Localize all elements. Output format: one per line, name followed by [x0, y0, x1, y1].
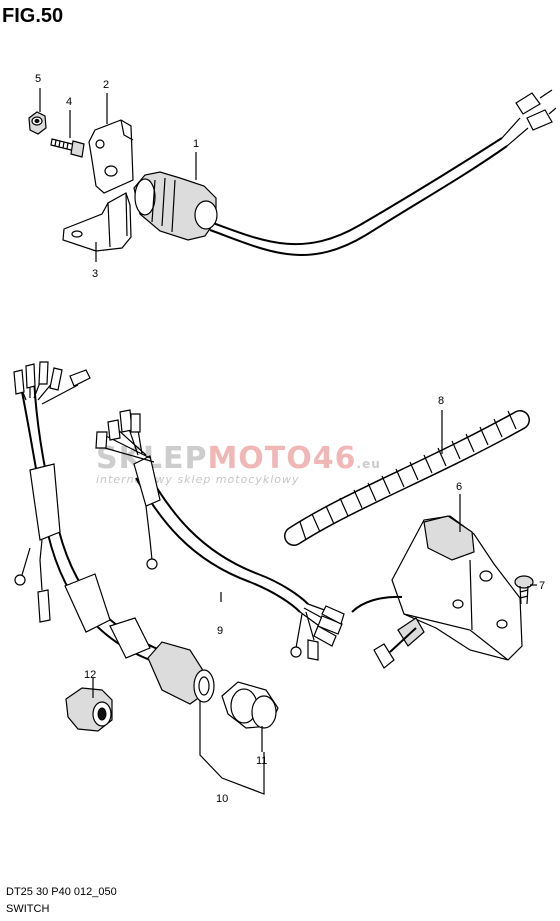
footer-name: SWITCH: [6, 903, 49, 915]
part-10-harness: [13, 361, 215, 705]
callout-labels: 5 4 2 1 3 8 6 7 9 12 11 10: [35, 73, 545, 805]
callout-2: 2: [103, 79, 109, 91]
figure-title: FIG.50: [2, 5, 63, 27]
callout-3: 3: [92, 268, 98, 280]
callout-8: 8: [438, 395, 444, 407]
part-11-grommet: [221, 681, 279, 729]
part-9-harness: [95, 409, 345, 661]
callout-9: 9: [217, 625, 223, 637]
part-2-plate: [88, 119, 134, 194]
callout-10: 10: [216, 793, 228, 805]
callout-6: 6: [456, 481, 462, 493]
callout-12: 12: [84, 669, 96, 681]
watermark-brand-part3: 46: [313, 441, 357, 476]
part-3-bracket: [62, 192, 132, 252]
svg-text:SKLEPMOTO46.eu: SKLEPMOTO46.eu: [96, 441, 381, 476]
part-8-spiral-tube: [284, 410, 530, 546]
part-12-cap: [65, 687, 113, 732]
footer-code: DT25 30 P40 012_050: [6, 886, 117, 898]
leader-lines: [39, 88, 537, 795]
part-6-switch-bracket: [351, 515, 523, 669]
callout-1: 1: [193, 138, 199, 150]
watermark-brand-suffix: .eu: [357, 457, 381, 471]
part-7-screw: [514, 575, 534, 605]
part-5-nut: [28, 111, 47, 135]
callout-7: 7: [539, 580, 545, 592]
watermark-brand-part2: MOTO: [207, 441, 312, 476]
callout-11: 11: [256, 755, 267, 767]
part-1-switch: [133, 89, 557, 256]
callout-5: 5: [35, 73, 41, 85]
part-4-bolt: [50, 138, 85, 158]
callout-4: 4: [66, 96, 72, 108]
watermark-tagline: internetowy sklep motocyklowy: [96, 473, 300, 486]
